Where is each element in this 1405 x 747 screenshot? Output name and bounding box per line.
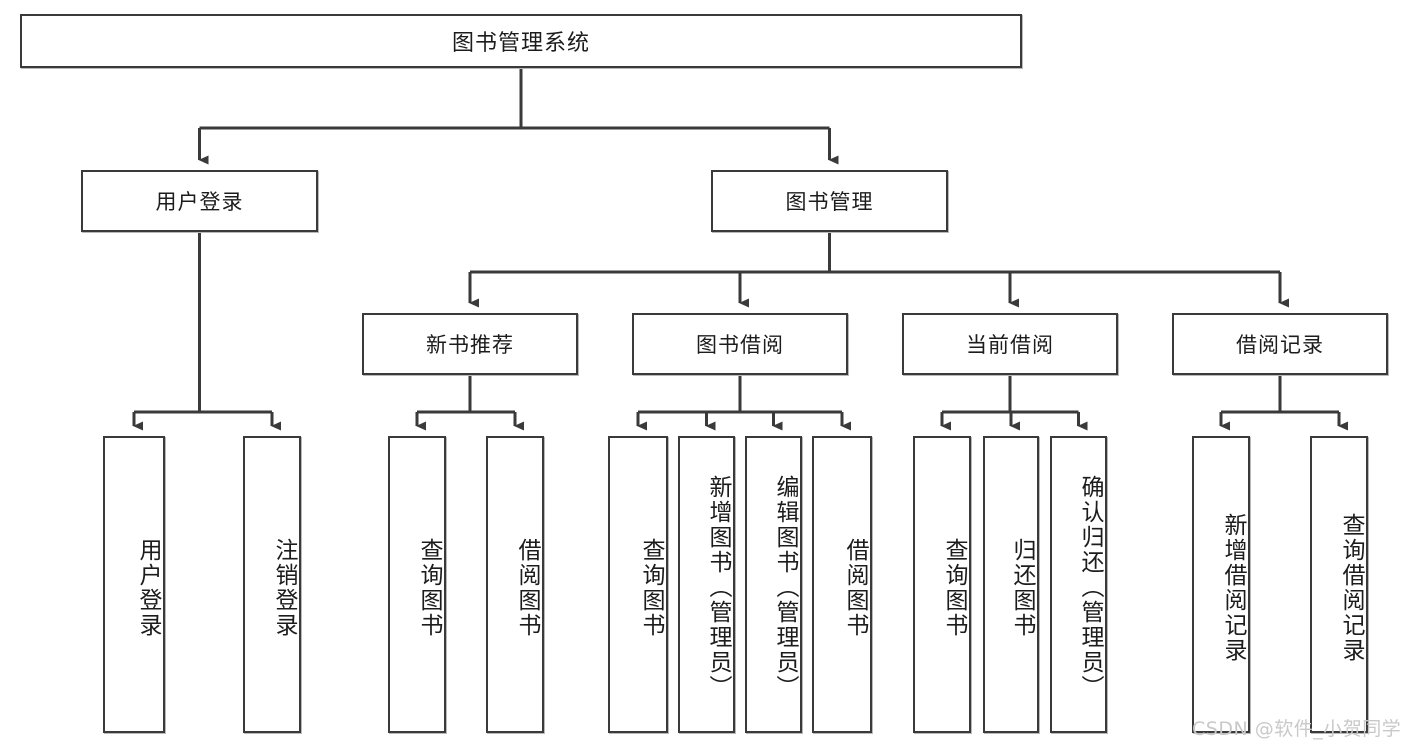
node-leaf-query-book-1[interactable]: 查询图书 <box>388 436 446 733</box>
node-user-login[interactable]: 用户登录 <box>81 170 318 232</box>
node-label: 图书管理 <box>785 190 874 214</box>
node-label: 确认归还（管理员） <box>1077 475 1103 700</box>
node-label: 借阅图书 <box>842 537 868 638</box>
node-leaf-query-record[interactable]: 查询借阅记录 <box>1310 436 1368 733</box>
node-label: 查询图书 <box>941 537 967 638</box>
node-book-management[interactable]: 图书管理 <box>711 170 948 232</box>
node-leaf-logout[interactable]: 注销登录 <box>243 436 301 733</box>
node-root-label: 图书管理系统 <box>451 31 590 56</box>
node-leaf-return-book[interactable]: 归还图书 <box>983 436 1039 733</box>
node-leaf-edit-book[interactable]: 编辑图书（管理员） <box>745 436 802 733</box>
node-leaf-confirm-return[interactable]: 确认归还（管理员） <box>1050 436 1107 733</box>
node-label: 新书推荐 <box>426 333 514 357</box>
node-label: 图书借阅 <box>696 333 784 357</box>
node-label: 注销登录 <box>271 537 297 638</box>
node-leaf-query-book-3[interactable]: 查询图书 <box>913 436 971 733</box>
node-leaf-query-book-2[interactable]: 查询图书 <box>608 436 668 733</box>
node-leaf-borrow-book-2[interactable]: 借阅图书 <box>812 436 872 733</box>
node-label: 新增借阅记录 <box>1220 512 1246 663</box>
node-leaf-borrow-book-1[interactable]: 借阅图书 <box>486 436 544 733</box>
node-label: 用户登录 <box>155 190 244 214</box>
node-leaf-user-login[interactable]: 用户登录 <box>103 436 165 733</box>
node-label: 编辑图书（管理员） <box>772 475 798 700</box>
csdn-watermark: CSDN @软件_小贺同学 <box>1192 718 1402 740</box>
node-label: 借阅记录 <box>1236 333 1324 357</box>
node-label: 借阅图书 <box>514 537 540 638</box>
node-label: 用户登录 <box>135 537 161 638</box>
node-new-book-recommend[interactable]: 新书推荐 <box>362 313 578 375</box>
node-borrow-record[interactable]: 借阅记录 <box>1172 313 1388 375</box>
node-label: 新增图书（管理员） <box>705 475 731 700</box>
node-label: 当前借阅 <box>966 333 1054 357</box>
node-leaf-add-book[interactable]: 新增图书（管理员） <box>678 436 735 733</box>
node-root[interactable]: 图书管理系统 <box>20 14 1022 68</box>
node-book-borrow[interactable]: 图书借阅 <box>632 313 848 375</box>
node-leaf-add-record[interactable]: 新增借阅记录 <box>1192 436 1250 733</box>
node-label: 查询图书 <box>416 537 442 638</box>
node-label: 归还图书 <box>1009 537 1035 638</box>
node-label: 查询借阅记录 <box>1338 512 1364 663</box>
node-label: 查询图书 <box>638 537 664 638</box>
node-current-borrow[interactable]: 当前借阅 <box>902 313 1118 375</box>
